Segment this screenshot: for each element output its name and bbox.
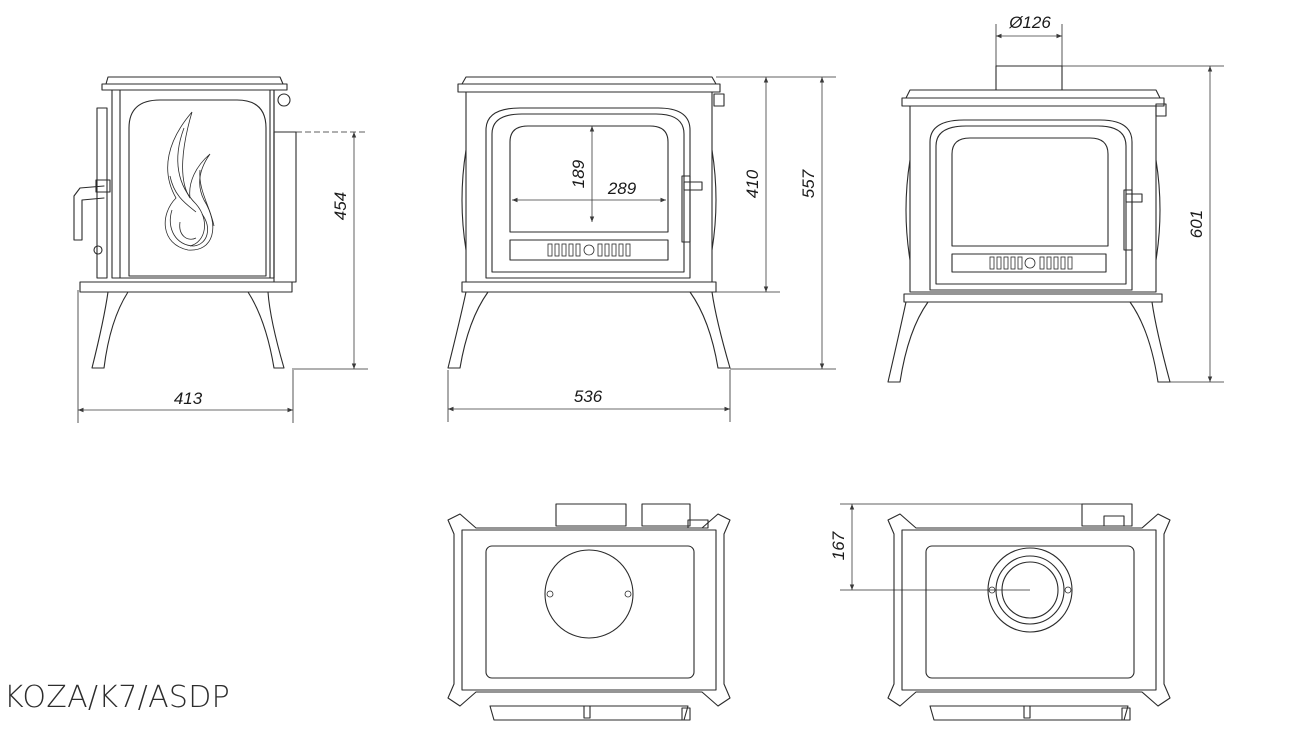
dim-glass-height: 189	[569, 159, 588, 188]
rear-view: Ø126 601	[887, 13, 1224, 383]
dim-side-width: 413	[174, 389, 203, 408]
flame-ornament	[164, 111, 215, 251]
dim-flue-offset: 167	[829, 531, 848, 560]
air-vent-rear	[989, 256, 1073, 270]
dim-rear-height: 601	[1187, 210, 1206, 238]
dim-flue-height: 454	[331, 192, 350, 220]
model-label: KOZA/K7/ASDP	[4, 680, 231, 715]
dim-total-height: 557	[799, 169, 818, 198]
dim-flue-diameter: Ø126	[1008, 13, 1051, 32]
top-view-front	[447, 503, 731, 721]
top-view-rear: 167	[829, 503, 1171, 721]
air-vent	[547, 243, 631, 257]
dim-total-width: 536	[574, 387, 603, 406]
side-view: 413 454	[73, 76, 368, 423]
front-view: 189 289 410 557 536	[447, 76, 836, 422]
dim-glass-width: 289	[607, 179, 637, 198]
dim-door-height: 410	[743, 169, 762, 198]
